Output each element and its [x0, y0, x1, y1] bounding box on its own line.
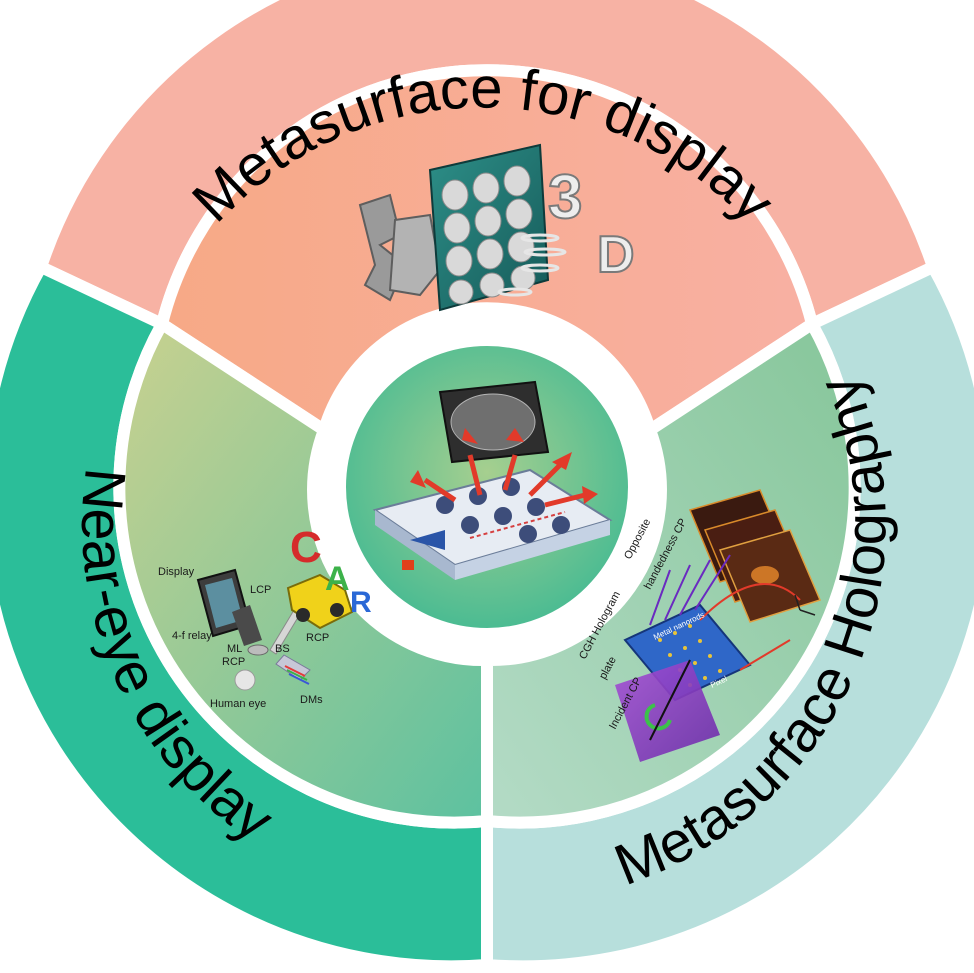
label-lcp: LCP	[250, 584, 271, 596]
letter-c: C	[290, 523, 322, 572]
label-display: Display	[158, 566, 195, 578]
floating-3: 3	[548, 163, 582, 232]
metasurface-plate	[428, 143, 550, 312]
display-3d-illustration: 3 D	[358, 143, 636, 312]
label-rcp-right: RCP	[306, 632, 329, 644]
letter-r: R	[350, 586, 372, 619]
axis-glyph	[794, 594, 816, 616]
hologram-image-stack	[688, 489, 822, 623]
car-graphic	[286, 573, 354, 630]
grey-3d-glyph	[358, 193, 442, 302]
label-bs: BS	[275, 643, 290, 655]
label-rcp-left: RCP	[222, 656, 245, 668]
label-human-eye: Human eye	[210, 698, 266, 710]
label-relay: 4-f relay	[172, 630, 212, 642]
label-dms: DMs	[300, 694, 323, 706]
light-beams	[497, 233, 567, 297]
letter-a: A	[325, 560, 350, 598]
middle-segment-left	[113, 315, 493, 829]
label-ml: ML	[227, 643, 242, 655]
near-eye-illustration: C A R Display LCP 4-f relay ML BS RCP RC…	[158, 523, 372, 710]
floating-d: D	[597, 226, 635, 284]
middle-segment-right	[481, 315, 861, 829]
center-metasurface-illustration	[372, 380, 613, 580]
